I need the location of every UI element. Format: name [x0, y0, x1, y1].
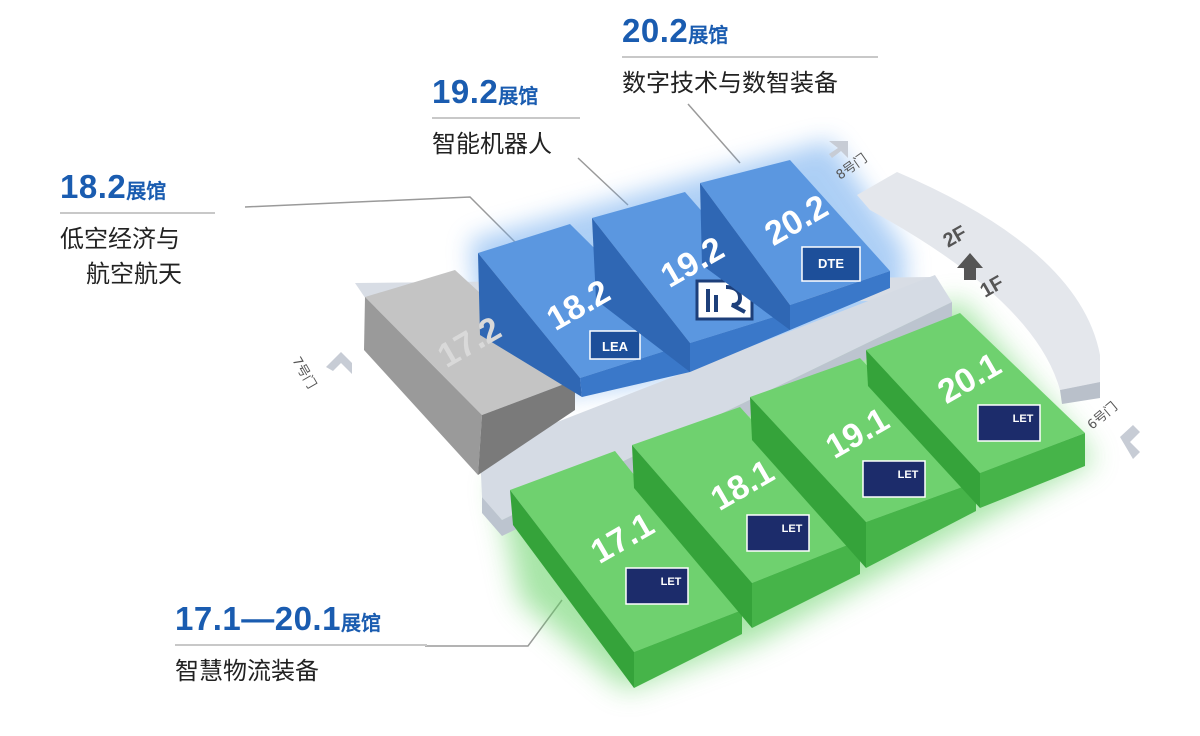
- legend-hall-19-2-number: 19.2: [432, 73, 499, 110]
- let-logo-18-1: [746, 514, 810, 552]
- hall-17-1-block[interactable]: [510, 451, 742, 688]
- let-logo-19-1: [862, 460, 926, 498]
- legend-hall-19-2-title: 19.2展馆: [432, 73, 580, 111]
- hall-18-2-block[interactable]: [478, 224, 690, 397]
- let-logo-text-17-1: LET: [661, 576, 682, 588]
- legend-hall-20-2-rule: [622, 56, 878, 58]
- up-arrow-icon: [957, 253, 983, 280]
- legend-hall-18-2-title: 18.2展馆: [60, 168, 215, 206]
- gate-6[interactable]: 6号门: [1085, 400, 1140, 459]
- hall-19-1-block[interactable]: [750, 358, 976, 568]
- hall-19-2-block[interactable]: [592, 192, 790, 372]
- leader-line-18-2: [244, 196, 519, 246]
- legend-green-halls: 17.1—20.1展馆 智慧物流装备: [175, 600, 427, 689]
- legend-hall-18-2-suffix: 展馆: [126, 181, 167, 203]
- legend-hall-19-2-rule: [432, 117, 580, 119]
- legend-green-halls-line1: 智慧物流装备: [175, 657, 319, 685]
- let-logo-text-19-1: LET: [898, 469, 919, 481]
- let-logo-20-1: [977, 404, 1041, 442]
- leader-line-20-2: [687, 103, 741, 164]
- legend-green-halls-rule: [175, 644, 427, 646]
- legend-hall-20-2-suffix: 展馆: [688, 25, 729, 47]
- legend-hall-18-2: 18.2展馆 低空经济与 航空航天: [60, 168, 215, 292]
- legend-hall-19-2-suffix: 展馆: [498, 86, 539, 108]
- legend-hall-20-2-title: 20.2展馆: [622, 12, 878, 50]
- dte-logo-text: DTE: [818, 256, 844, 271]
- legend-hall-18-2-line1: 低空经济与: [60, 225, 180, 253]
- legend-hall-19-2: 19.2展馆 智能机器人: [432, 73, 580, 162]
- floor-connector: [857, 172, 1100, 404]
- legend-green-halls-title: 17.1—20.1展馆: [175, 600, 427, 638]
- hall-18-1-block[interactable]: [632, 407, 860, 628]
- legend-hall-20-2: 20.2展馆 数字技术与数智装备: [622, 12, 878, 101]
- let-logo-text-18-1: LET: [782, 523, 803, 535]
- let-logo-text-20-1: LET: [1013, 413, 1034, 425]
- hall-20-2-block[interactable]: [700, 160, 890, 330]
- dte-logo: [801, 246, 861, 282]
- hall-17-2-block[interactable]: [364, 270, 575, 475]
- lea-logo: [589, 330, 641, 360]
- gate-6-label: 6号门: [1085, 400, 1121, 434]
- leader-line-19-2: [577, 157, 629, 206]
- gate-7[interactable]: 7号门: [289, 352, 352, 392]
- legend-hall-20-2-line1: 数字技术与数智装备: [622, 69, 838, 97]
- legend-hall-18-2-number: 18.2: [60, 168, 127, 205]
- gate-7-arrow-icon: [326, 352, 352, 374]
- legend-hall-20-2-number: 20.2: [622, 12, 689, 49]
- gate-7-label: 7号门: [289, 355, 319, 392]
- gate-8-arrow-icon: [829, 141, 848, 158]
- legend-green-halls-suffix: 展馆: [340, 613, 381, 635]
- legend-hall-18-2-rule: [60, 212, 215, 214]
- legend-green-halls-number: 17.1—20.1: [175, 600, 341, 637]
- legend-hall-19-2-line1: 智能机器人: [432, 130, 552, 158]
- gate-6-arrow-icon: [1120, 425, 1140, 459]
- hall-20-1-block[interactable]: [866, 313, 1085, 508]
- legend-hall-18-2-line2: 航空航天: [86, 260, 182, 288]
- lea-logo-text: LEA: [602, 339, 629, 354]
- let-logo-17-1: [625, 567, 689, 605]
